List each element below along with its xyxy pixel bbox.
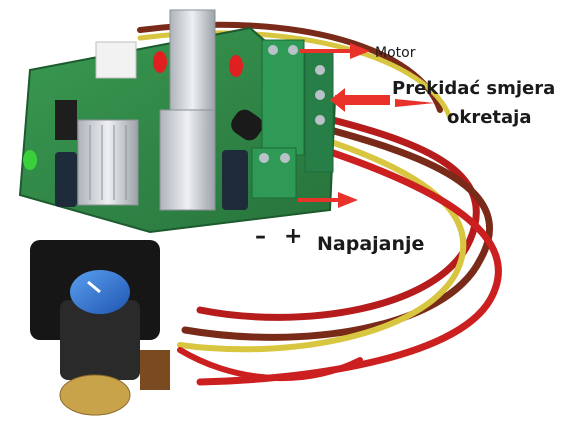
label-direction-switch-line2: okretaja	[447, 107, 532, 128]
label-plus: +	[284, 224, 303, 249]
potentiometer-body	[60, 300, 140, 380]
terminal-block-motor	[261, 39, 305, 156]
terminal-block-power	[251, 147, 297, 199]
potentiometer-shaft-base	[59, 374, 131, 416]
header-connector	[95, 41, 137, 79]
arrow-motor	[300, 43, 370, 59]
green-led	[23, 150, 37, 170]
capacitor-left	[55, 152, 77, 207]
diode	[231, 109, 263, 141]
arrow-direction-switch	[330, 88, 390, 112]
label-minus: –	[255, 224, 266, 249]
label-motor: Motor	[375, 45, 416, 61]
heatsink-top	[169, 9, 216, 111]
heatsink-middle	[159, 109, 216, 211]
potentiometer-leads	[140, 350, 170, 390]
red-led-1	[153, 51, 167, 73]
heatsink-left	[77, 119, 139, 206]
capacitor-right	[222, 150, 248, 210]
label-power-supply: Napajanje	[317, 233, 425, 255]
arrow-power	[298, 192, 358, 208]
label-direction-switch-line1: Prekidać smjera	[392, 78, 556, 99]
red-led-2	[229, 55, 243, 77]
ic-chip	[55, 100, 77, 140]
